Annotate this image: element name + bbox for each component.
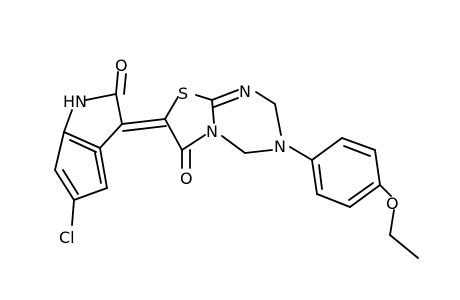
atom-n-amine: N xyxy=(274,137,286,156)
bond-c-n-imine xyxy=(211,89,239,101)
bond-o-ch2 xyxy=(389,209,395,236)
bond-c3-c-exo-second xyxy=(122,125,167,132)
bond-cco-cexo xyxy=(164,118,183,151)
bond-s-c xyxy=(195,94,213,101)
bond-c2-o xyxy=(115,71,119,95)
bond-n-amine-ch2 xyxy=(244,149,273,154)
atom-n-bridge: N xyxy=(206,122,218,141)
atom-labels: O HN S N N N O Cl O xyxy=(59,56,399,247)
atom-o-ether: O xyxy=(386,194,399,213)
ethoxyphenyl-bonds xyxy=(289,137,419,259)
bond-ch2-n-amine xyxy=(274,103,282,136)
bond-c7a-c7 xyxy=(54,131,65,171)
bond-c6-cl xyxy=(71,199,75,226)
bond-c3-c-exo xyxy=(121,118,166,125)
bond-ar-1-2 xyxy=(311,137,343,161)
bond-nh-c7a xyxy=(63,109,73,133)
bond-ar-6-1 xyxy=(311,159,318,195)
bond-n-bridge-cco xyxy=(181,134,206,151)
oxindole-ring-bonds xyxy=(63,71,127,149)
bond-c7a-c3a xyxy=(63,131,101,149)
triazine-ring-bonds xyxy=(211,89,282,154)
atom-n-imine: N xyxy=(239,82,251,101)
bond-c7-c6 xyxy=(54,169,75,201)
bond-ar-6-1-inner xyxy=(318,164,323,190)
bond-ar-5-6 xyxy=(316,193,351,208)
bond-c-n-bridge xyxy=(211,99,215,124)
atom-o-oxindole: O xyxy=(115,56,128,75)
bond-c-n-imine-double xyxy=(213,97,239,108)
bond-c6-c5 xyxy=(73,187,108,201)
bond-c3-c3a xyxy=(99,123,123,149)
atom-s: S xyxy=(178,84,188,103)
bond-c5-c4-inner xyxy=(94,152,102,184)
exocyclic-double-bond xyxy=(121,118,167,132)
bond-c7-c6-inner xyxy=(62,169,79,195)
bond-c7a-c3a-inner xyxy=(69,139,97,153)
benzene-ring-left-bonds xyxy=(54,131,108,226)
bond-ar-3-4 xyxy=(374,149,381,186)
bond-c2-c3 xyxy=(115,93,123,125)
atom-o-carbonyl: O xyxy=(180,169,193,188)
bond-n-imine-ch2 xyxy=(255,91,276,105)
thiazole-ring-bonds xyxy=(164,94,215,169)
atom-nh: HN xyxy=(63,92,87,111)
bond-ar-2-3 xyxy=(341,137,376,151)
bond-ar-o xyxy=(379,184,392,197)
bond-cexo-s xyxy=(164,96,179,120)
bond-ar-4-5 xyxy=(349,184,381,208)
bond-ch2-ch3 xyxy=(389,234,419,259)
bond-ch2-n-bridge xyxy=(221,135,246,154)
bond-ar-2-3-inner xyxy=(343,145,371,157)
atom-cl: Cl xyxy=(59,228,75,247)
bond-n-amine-ar xyxy=(289,146,313,161)
bond-ar-4-5-inner xyxy=(348,182,374,201)
bond-c5-c4 xyxy=(99,147,108,189)
bond-c2-nh xyxy=(85,93,117,101)
bond-c2-o-double xyxy=(123,73,127,95)
